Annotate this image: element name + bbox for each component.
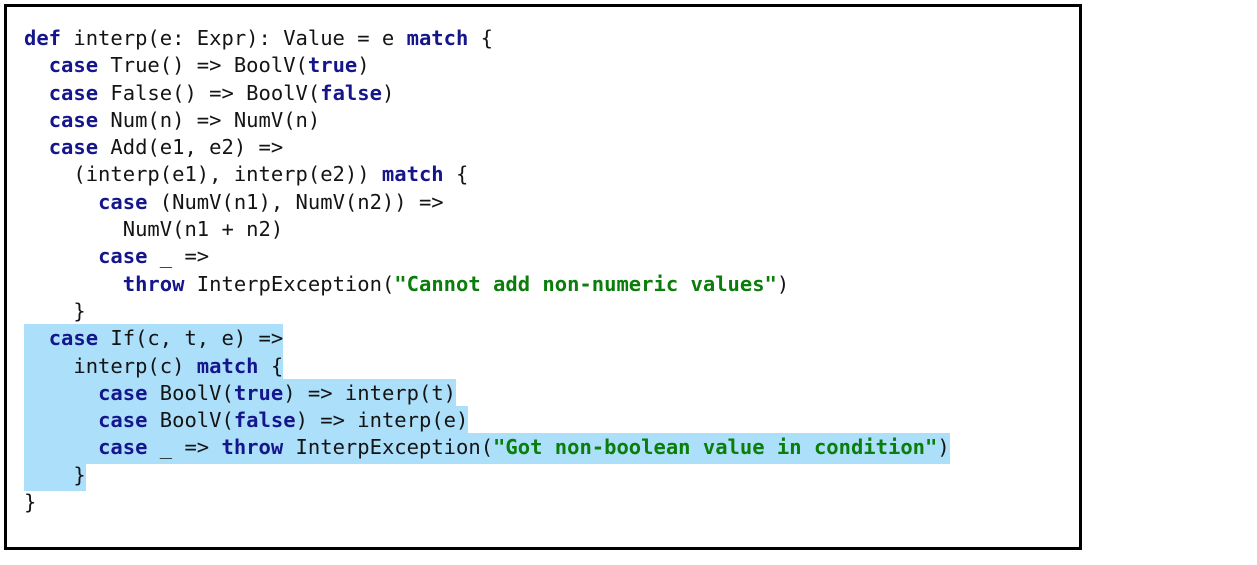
code-token-plain	[24, 108, 49, 132]
code-token-plain: BoolV(	[147, 408, 234, 433]
code-line: case _ =>	[24, 242, 1079, 269]
code-token-plain: _ =>	[147, 435, 222, 460]
code-token-plain	[24, 381, 98, 405]
code-token-plain	[24, 53, 49, 77]
code-token-keyword: case	[98, 244, 148, 269]
code-line-highlighted: interp(c) match {	[24, 351, 1079, 382]
code-token-plain: (NumV(n1), NumV(n2)) =>	[147, 189, 444, 214]
code-token-plain: }	[24, 462, 86, 487]
code-token-keyword: match	[196, 353, 259, 378]
code-token-plain: )	[937, 435, 950, 460]
code-line: case Num(n) => NumV(n)	[24, 106, 1079, 133]
code-token-plain: {	[443, 162, 469, 187]
code-token-keyword: throw	[221, 435, 284, 460]
code-line-content: case BoolV(true) => interp(t)	[24, 378, 457, 410]
code-line-content: case Add(e1, e2) =>	[24, 133, 284, 163]
code-token-plain	[24, 408, 98, 432]
code-token-plain	[24, 135, 49, 159]
code-token-plain: }	[24, 298, 86, 323]
code-line-content: case False() => BoolV(false)	[24, 79, 395, 109]
code-token-keyword: case	[98, 189, 148, 214]
code-token-keyword: case	[48, 53, 99, 78]
code-token-keyword: case	[48, 135, 99, 160]
code-token-plain: NumV(n1 + n2)	[24, 217, 284, 242]
code-line: throw InterpException("Cannot add non-nu…	[24, 270, 1079, 297]
code-line-content: }	[24, 297, 86, 327]
code-token-plain: )	[381, 80, 395, 105]
code-line: NumV(n1 + n2)	[24, 215, 1079, 242]
code-line-highlighted: case BoolV(true) => interp(t)	[24, 378, 1079, 410]
code-token-plain	[24, 272, 123, 296]
code-token-keyword: case	[98, 380, 148, 405]
code-token-keyword: case	[48, 80, 99, 105]
code-line-content: case _ => throw InterpException("Got non…	[24, 433, 950, 464]
code-token-plain: InterpException(	[283, 435, 494, 460]
code-token-keyword: throw	[122, 271, 185, 296]
code-line-content: def interp(e: Expr): Value = e match {	[24, 24, 493, 54]
code-line-content: case If(c, t, e) =>	[24, 324, 284, 355]
code-line-content: NumV(n1 + n2)	[24, 215, 283, 245]
code-token-plain	[24, 190, 98, 214]
code-line: case False() => BoolV(false)	[24, 79, 1079, 106]
code-line-highlighted: case If(c, t, e) =>	[24, 324, 1079, 355]
code-line-highlighted: }	[24, 460, 1079, 492]
code-line-content: throw InterpException("Cannot add non-nu…	[24, 270, 790, 300]
code-token-string: "Got non-boolean value in condition"	[493, 435, 938, 460]
code-token-plain: Num(n) => NumV(n)	[98, 107, 321, 132]
code-line-content: }	[24, 460, 86, 492]
code-token-plain: )	[357, 53, 370, 78]
code-token-plain: {	[258, 353, 284, 378]
code-token-plain: )	[776, 271, 790, 296]
code-token-keyword: false	[233, 408, 296, 433]
code-token-plain: ) => interp(t)	[283, 380, 457, 405]
code-token-keyword: case	[98, 435, 148, 460]
code-line-content: case _ =>	[24, 242, 209, 272]
code-line: }	[24, 488, 1079, 515]
code-token-plain: ) => interp(e)	[295, 408, 469, 433]
code-token-plain: InterpException(	[184, 271, 395, 296]
code-line-content: }	[24, 488, 36, 518]
code-token-keyword: true	[307, 53, 358, 78]
code-token-keyword: case	[98, 408, 148, 433]
code-token-plain: If(c, t, e) =>	[98, 326, 284, 351]
code-line: }	[24, 297, 1079, 324]
code-token-plain: interp(e: Expr): Value = e	[61, 26, 407, 50]
code-line-content: case (NumV(n1), NumV(n2)) =>	[24, 188, 444, 218]
code-line: case True() => BoolV(true)	[24, 51, 1079, 78]
code-line-content: case Num(n) => NumV(n)	[24, 106, 321, 136]
code-token-plain: _ =>	[147, 244, 210, 269]
code-line: case (NumV(n1), NumV(n2)) =>	[24, 188, 1079, 215]
code-token-keyword: case	[48, 107, 99, 132]
code-token-keyword: true	[233, 380, 284, 405]
code-line: case Add(e1, e2) =>	[24, 133, 1079, 160]
code-token-plain	[24, 244, 98, 268]
code-line-content: interp(c) match {	[24, 351, 284, 382]
code-token-plain: Add(e1, e2) =>	[98, 135, 284, 160]
code-listing[interactable]: def interp(e: Expr): Value = e match { c…	[24, 24, 1079, 515]
code-line-content: case True() => BoolV(true)	[24, 51, 370, 81]
code-token-keyword: def	[24, 26, 62, 50]
code-token-plain	[24, 81, 49, 105]
code-token-plain: True() => BoolV(	[98, 53, 308, 78]
code-token-plain: interp(c)	[24, 353, 197, 378]
code-token-plain	[24, 435, 98, 459]
code-token-keyword: false	[320, 80, 382, 105]
code-line-highlighted: case _ => throw InterpException("Got non…	[24, 433, 1079, 464]
code-token-plain: }	[24, 490, 37, 515]
code-line-content: case BoolV(false) => interp(e)	[24, 406, 469, 437]
code-line: def interp(e: Expr): Value = e match {	[24, 24, 1079, 51]
code-token-keyword: case	[48, 326, 99, 351]
code-token-keyword: match	[406, 26, 469, 50]
code-line-highlighted: case BoolV(false) => interp(e)	[24, 406, 1079, 437]
code-token-keyword: match	[381, 162, 444, 187]
code-token-plain: {	[468, 26, 494, 50]
code-token-plain: False() => BoolV(	[98, 80, 321, 105]
code-token-plain	[24, 326, 49, 350]
code-snippet-frame: def interp(e: Expr): Value = e match { c…	[4, 4, 1082, 550]
code-line-content: (interp(e1), interp(e2)) match {	[24, 160, 468, 190]
code-token-string: "Cannot add non-numeric values"	[394, 271, 777, 296]
code-token-plain: BoolV(	[147, 380, 234, 405]
code-line: (interp(e1), interp(e2)) match {	[24, 160, 1079, 187]
code-token-plain: (interp(e1), interp(e2))	[24, 162, 382, 187]
